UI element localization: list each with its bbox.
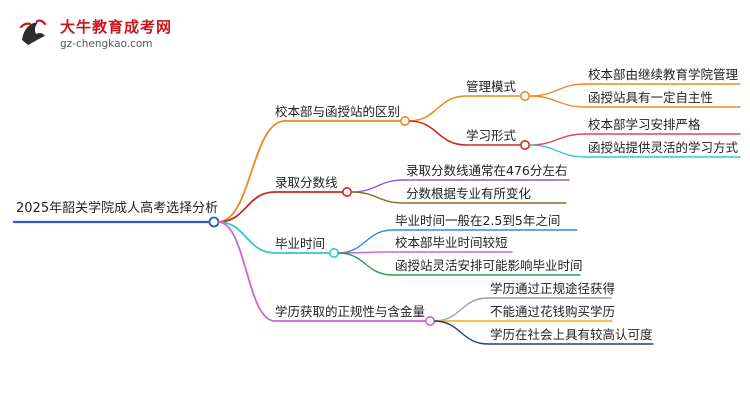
subbranch-label: 学习形式 bbox=[466, 128, 517, 143]
bull-logo-icon bbox=[19, 19, 47, 45]
leaf-label: 校本部毕业时间较短 bbox=[395, 235, 508, 250]
branch-label: 毕业时间 bbox=[275, 236, 326, 251]
branch-connector bbox=[217, 120, 286, 223]
leaf-connector bbox=[350, 191, 405, 204]
branch-connector bbox=[217, 221, 276, 254]
logo-title: 大牛教育成考网 bbox=[60, 18, 173, 36]
branch-label: 录取分数线 bbox=[275, 175, 338, 190]
branch-label: 学历获取的正规性与含金量 bbox=[275, 304, 426, 319]
leaf-label: 不能通过花钱购买学历 bbox=[490, 304, 616, 319]
branch-node[interactable] bbox=[424, 315, 435, 326]
branch-connector bbox=[217, 221, 276, 322]
subbranch-connector bbox=[408, 95, 467, 122]
leaf-connector bbox=[337, 252, 394, 276]
leaf-connector bbox=[528, 95, 587, 108]
leaf-label: 学历通过正规途径获得 bbox=[490, 281, 616, 296]
subbranch-connector bbox=[408, 120, 467, 146]
site-logo[interactable]: 大牛教育成考网 gz-chengkao.com bbox=[14, 14, 204, 58]
root-topic: 2025年韶关学院成人高考选择分析 bbox=[16, 201, 219, 216]
branch-label: 校本部与函授站的区别 bbox=[275, 104, 401, 119]
leaf-connector bbox=[528, 133, 587, 146]
leaf-connector bbox=[528, 144, 587, 158]
leaf-label: 毕业时间一般在2.5到5年之间 bbox=[395, 213, 561, 228]
branch-node[interactable] bbox=[328, 248, 339, 259]
leaf-label: 录取分数线通常在476分左右 bbox=[406, 163, 568, 178]
leaf-connector bbox=[337, 229, 394, 254]
branch-connector bbox=[217, 191, 276, 223]
leaf-connector bbox=[528, 83, 587, 97]
branch-node[interactable] bbox=[399, 116, 410, 127]
root-node[interactable] bbox=[208, 216, 220, 228]
leaf-connector bbox=[350, 179, 405, 193]
leaf-connector bbox=[433, 297, 489, 322]
leaf-label: 校本部由继续教育学院管理 bbox=[588, 67, 739, 82]
subbranch-node[interactable] bbox=[519, 140, 530, 151]
leaf-label: 函授站提供灵活的学习方式 bbox=[588, 140, 739, 155]
leaf-connector bbox=[433, 320, 489, 345]
subbranch-node[interactable] bbox=[519, 91, 530, 102]
subbranch-label: 管理模式 bbox=[466, 79, 517, 94]
branch-node[interactable] bbox=[341, 187, 352, 198]
leaf-label: 分数根据专业有所变化 bbox=[406, 186, 532, 201]
leaf-label: 函授站灵活安排可能影响毕业时间 bbox=[395, 258, 583, 273]
logo-url: gz-chengkao.com bbox=[60, 38, 153, 50]
leaf-label: 校本部学习安排严格 bbox=[588, 117, 701, 132]
leaf-label: 函授站具有一定自主性 bbox=[588, 90, 714, 105]
leaf-label: 学历在社会上具有较高认可度 bbox=[490, 327, 653, 342]
